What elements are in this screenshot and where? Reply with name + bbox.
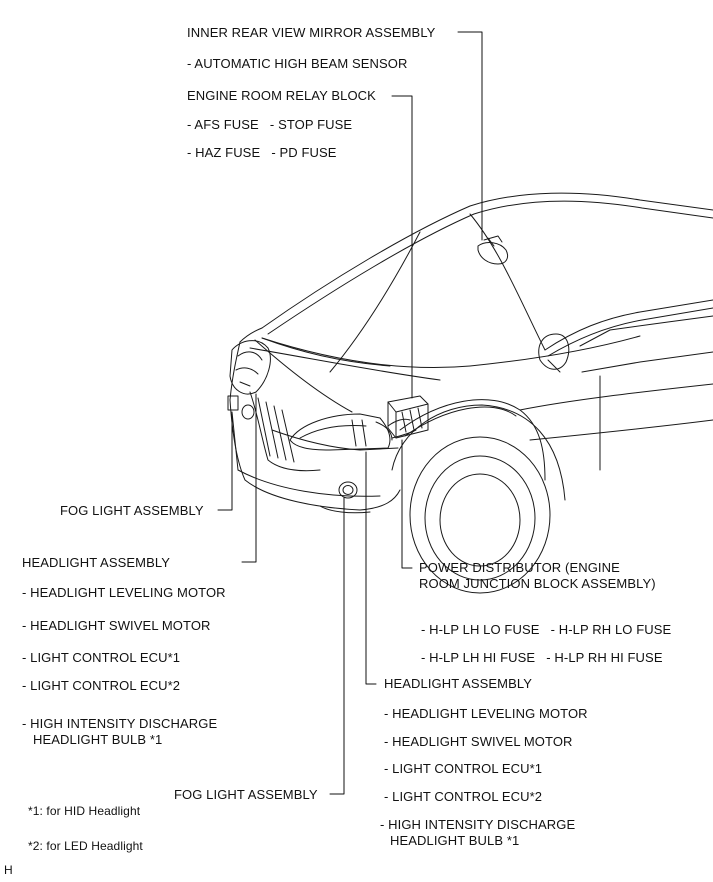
leader-headlight-right <box>365 451 377 685</box>
power-distributor-label-line1: POWER DISTRIBUTOR (ENGINE <box>419 560 620 575</box>
fog-light-left-label: FOG LIGHT ASSEMBLY <box>60 503 204 518</box>
relay-fuse-row2: - HAZ FUSE - PD FUSE <box>187 145 337 160</box>
headlight-left-leveling-motor: - HEADLIGHT LEVELING MOTOR <box>22 585 226 600</box>
headlight-left-hid: - HIGH INTENSITY DISCHARGE <box>22 716 218 731</box>
fog-light-bottom-label: FOG LIGHT ASSEMBLY <box>174 787 318 802</box>
relay-block-label: ENGINE ROOM RELAY BLOCK <box>187 88 376 103</box>
headlight-assembly-right-label: HEADLIGHT ASSEMBLY <box>384 676 532 691</box>
leader-mirror <box>457 31 483 241</box>
leader-fog-left <box>217 413 233 511</box>
pd-fuse-row2: - H-LP LH HI FUSE - H-LP RH HI FUSE <box>421 650 663 665</box>
corner-mark: H <box>4 863 13 877</box>
headlight-left-ecu2: - LIGHT CONTROL ECU*2 <box>22 678 181 693</box>
leader-relay-block <box>391 95 413 399</box>
leader-power-distributor <box>401 439 413 569</box>
leader-headlight-left <box>241 393 257 563</box>
leader-fog-bottom <box>329 497 345 795</box>
car-body <box>227 192 713 594</box>
headlight-right-hid-bulb: HEADLIGHT BULB *1 <box>390 833 520 848</box>
power-distributor-label-line2: ROOM JUNCTION BLOCK ASSEMBLY) <box>419 576 656 591</box>
headlight-right-ecu1: - LIGHT CONTROL ECU*1 <box>384 761 543 776</box>
footnote-hid: *1: for HID Headlight <box>28 804 141 818</box>
footnote-led: *2: for LED Headlight <box>28 839 143 853</box>
headlight-right-leveling-motor: - HEADLIGHT LEVELING MOTOR <box>384 706 588 721</box>
headlight-left-swivel-motor: - HEADLIGHT SWIVEL MOTOR <box>22 618 211 633</box>
headlight-right-swivel-motor: - HEADLIGHT SWIVEL MOTOR <box>384 734 573 749</box>
auto-high-beam-sensor-label: - AUTOMATIC HIGH BEAM SENSOR <box>187 56 408 71</box>
leader-lines <box>217 31 483 795</box>
headlight-left-ecu1: - LIGHT CONTROL ECU*1 <box>22 650 181 665</box>
headlight-right-ecu2: - LIGHT CONTROL ECU*2 <box>384 789 543 804</box>
pd-fuse-row1: - H-LP LH LO FUSE - H-LP RH LO FUSE <box>421 622 672 637</box>
headlight-left-hid-bulb: HEADLIGHT BULB *1 <box>33 732 163 747</box>
mirror-assembly-label: INNER REAR VIEW MIRROR ASSEMBLY <box>187 25 436 40</box>
relay-fuse-row1: - AFS FUSE - STOP FUSE <box>187 117 353 132</box>
headlight-right-hid: - HIGH INTENSITY DISCHARGE <box>380 817 576 832</box>
headlight-assembly-left-label: HEADLIGHT ASSEMBLY <box>22 555 170 570</box>
